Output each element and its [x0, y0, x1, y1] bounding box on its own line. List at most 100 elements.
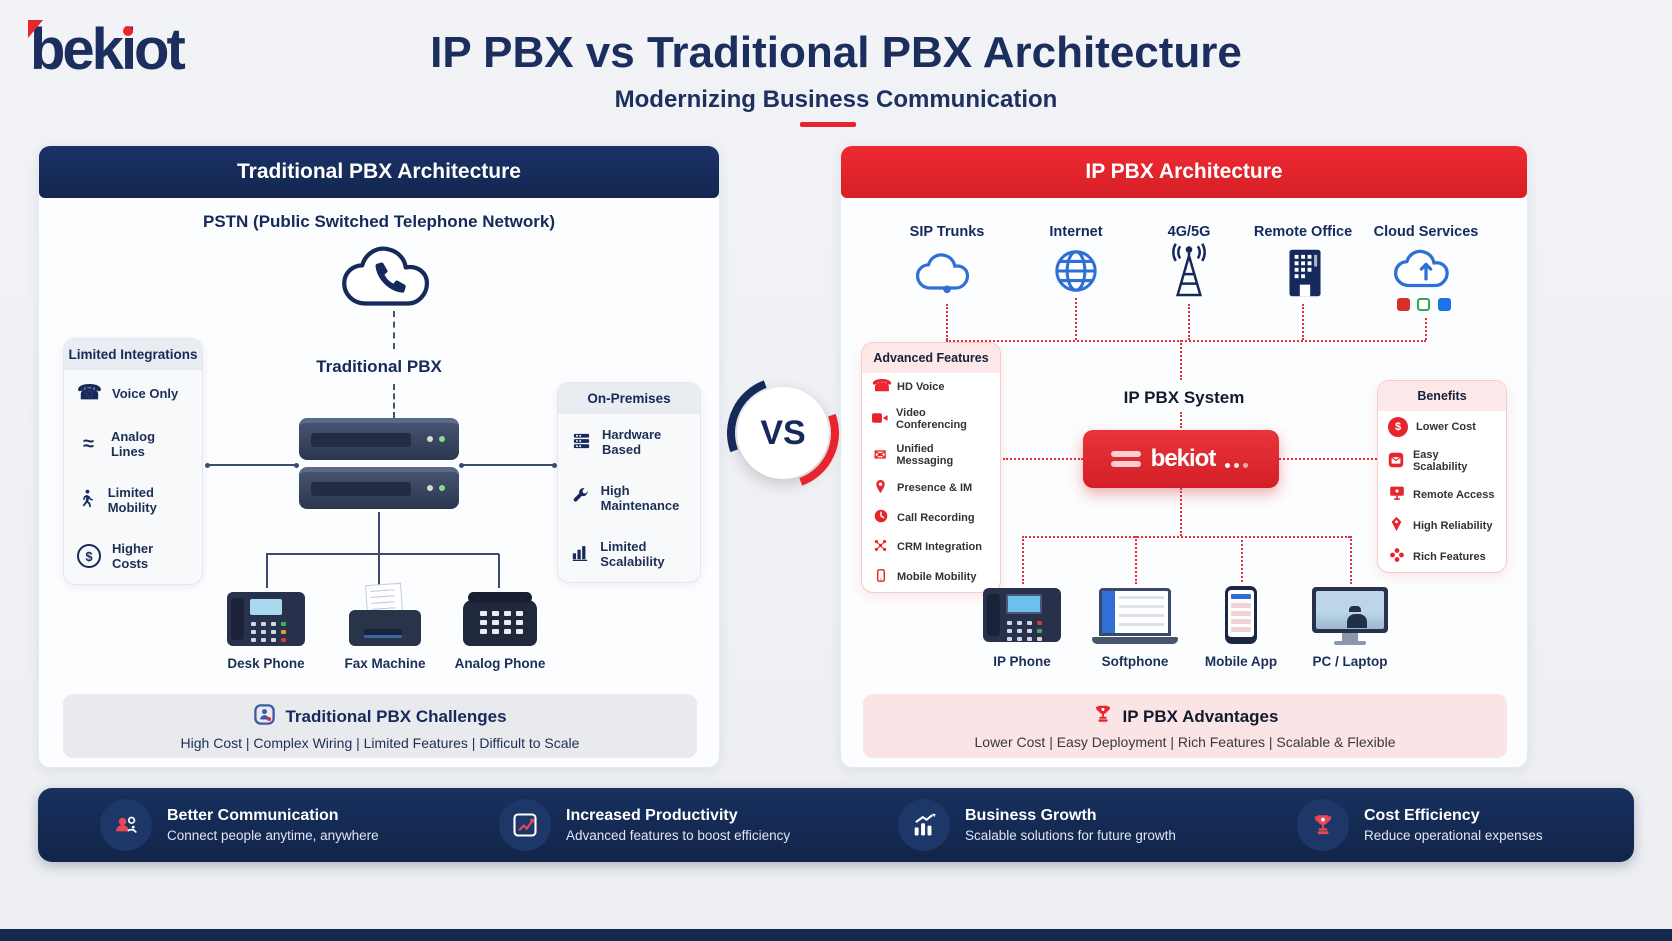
connector-line: [1279, 458, 1377, 460]
pstn-connector-line: [393, 311, 395, 349]
connector-line: [1075, 298, 1077, 340]
pstn-label: PSTN (Public Switched Telephone Network): [202, 212, 555, 231]
ip-pbx-system-box: bekiot: [1083, 430, 1279, 488]
item-label: Easy Scalability: [1412, 449, 1468, 473]
list-item: Hardware Based: [558, 414, 700, 470]
challenges-text: High Cost | Complex Wiring | Limited Fea…: [180, 735, 580, 751]
phone-icon: ☎: [77, 382, 102, 404]
connector-line: [1003, 458, 1083, 460]
pstn-cloud-icon: [342, 246, 430, 306]
connector-line: [1180, 412, 1182, 428]
footer-title: Better Communication: [167, 807, 339, 824]
source-label: Internet: [1049, 224, 1103, 240]
footer-item-communication: Better Communication Connect people anyt…: [38, 799, 437, 851]
subtitle-underline: [800, 122, 856, 127]
traditional-challenges-banner: Traditional PBX Challenges High Cost | C…: [63, 694, 697, 758]
connector-line: [1180, 340, 1182, 380]
item-label: Call Recording: [897, 511, 975, 524]
benefits-title: Benefits: [1378, 381, 1506, 411]
trophy-icon: [1092, 703, 1114, 730]
device-label: Softphone: [1101, 654, 1169, 669]
connector-line: [1350, 536, 1352, 584]
challenges-title: Traditional PBX Challenges: [285, 707, 507, 726]
source-label: 4G/5G: [1167, 224, 1211, 240]
footer-subtitle: Connect people anytime, anywhere: [167, 828, 379, 843]
connector-line: [1302, 304, 1304, 340]
challenges-badge-icon: [253, 703, 276, 731]
footer-title: Business Growth: [965, 807, 1097, 824]
pc-screen: [1312, 587, 1388, 633]
item-label: Hardware Based: [602, 427, 662, 457]
device-label: PC / Laptop: [1312, 654, 1388, 669]
mobile-app-icon: [1225, 586, 1257, 644]
bar-chart-icon: [571, 543, 589, 565]
growth-icon: [898, 799, 950, 851]
wrench-icon: [571, 487, 590, 509]
office-building-icon: [1289, 249, 1321, 297]
connector-line: [1241, 536, 1243, 582]
traditional-panel-title: Traditional PBX Architecture: [39, 146, 719, 198]
list-item: Video Conferencing: [862, 401, 1000, 437]
high-reliability-icon: [1388, 516, 1405, 535]
pc-laptop-icon: [1312, 587, 1388, 645]
laptop-screen: [1099, 588, 1171, 636]
item-label: Rich Features: [1413, 550, 1486, 563]
item-label: Higher Costs: [112, 541, 154, 571]
bekiot-brand-logo: bekiot: [1150, 445, 1217, 472]
traditional-pbx-label: Traditional PBX: [316, 357, 442, 376]
footer-subtitle: Scalable solutions for future growth: [965, 828, 1176, 843]
connector-line: [498, 554, 500, 588]
connector-line: [459, 463, 557, 468]
productivity-icon: [499, 799, 551, 851]
app-icon-red: [1397, 298, 1410, 311]
list-item: Presence & IM: [862, 473, 1000, 503]
server-unit: [299, 418, 459, 460]
item-label: CRM Integration: [897, 541, 982, 553]
server-unit: [299, 467, 459, 509]
connector-line: [1022, 536, 1350, 538]
connector-line: [1022, 536, 1024, 584]
server-slot: [311, 482, 411, 496]
call-recording-icon: [872, 509, 889, 526]
sip-cloud-icon: [915, 253, 970, 294]
bottom-strip: [0, 929, 1672, 941]
list-item: High Maintenance: [558, 470, 700, 526]
item-label: High Maintenance: [600, 483, 680, 513]
device-label: Mobile App: [1204, 654, 1278, 669]
footer-title: Increased Productivity: [566, 807, 738, 824]
list-item: Easy Scalability: [1378, 443, 1506, 479]
remote-access-icon: [1388, 485, 1405, 504]
page-title: IP PBX vs Traditional PBX Architecture: [430, 28, 1242, 77]
item-label: Limited Mobility: [107, 485, 157, 515]
bekiot-logo: bekiot: [28, 17, 186, 82]
fax-body: [349, 610, 421, 646]
system-bars: [1110, 447, 1141, 471]
mobile-mobility-icon: [872, 568, 889, 586]
pc-stand: [1342, 633, 1358, 641]
item-label: Video Conferencing: [896, 407, 967, 431]
item-label: Voice Only: [112, 385, 179, 401]
ip-pbx-panel: IP PBX Architecture SIP Trunks Internet …: [840, 145, 1528, 768]
list-item: CRM Integration: [862, 532, 1000, 562]
server-slot: [311, 433, 411, 447]
device-label: Desk Phone: [227, 656, 305, 671]
cloud-app-icons: [1397, 298, 1454, 316]
vs-badge: VS: [737, 387, 829, 479]
list-item: $ Higher Costs: [64, 528, 202, 584]
footer-item-growth: Business Growth Scalable solutions for f…: [836, 799, 1235, 851]
item-label: Remote Access: [1413, 488, 1495, 501]
source-label: Cloud Services: [1373, 224, 1479, 240]
list-item: Mobile Mobility: [862, 562, 1000, 592]
analog-wave-icon: ≈: [82, 433, 94, 455]
lower-cost-icon: $: [1388, 417, 1408, 437]
advanced-features-title: Advanced Features: [862, 343, 1000, 373]
list-item: ✉ Unified Messaging: [862, 437, 1000, 473]
fax-machine-icon: [349, 582, 421, 646]
limited-integrations-title: Limited Integrations: [64, 339, 202, 370]
phone-keypad: [480, 611, 487, 616]
cloud-services-icon: [1393, 249, 1449, 288]
list-item: Limited Mobility: [64, 472, 202, 528]
source-label: SIP Trunks: [909, 224, 985, 240]
benefits-card: Benefits $ Lower Cost Easy Scalability R…: [1377, 380, 1507, 573]
